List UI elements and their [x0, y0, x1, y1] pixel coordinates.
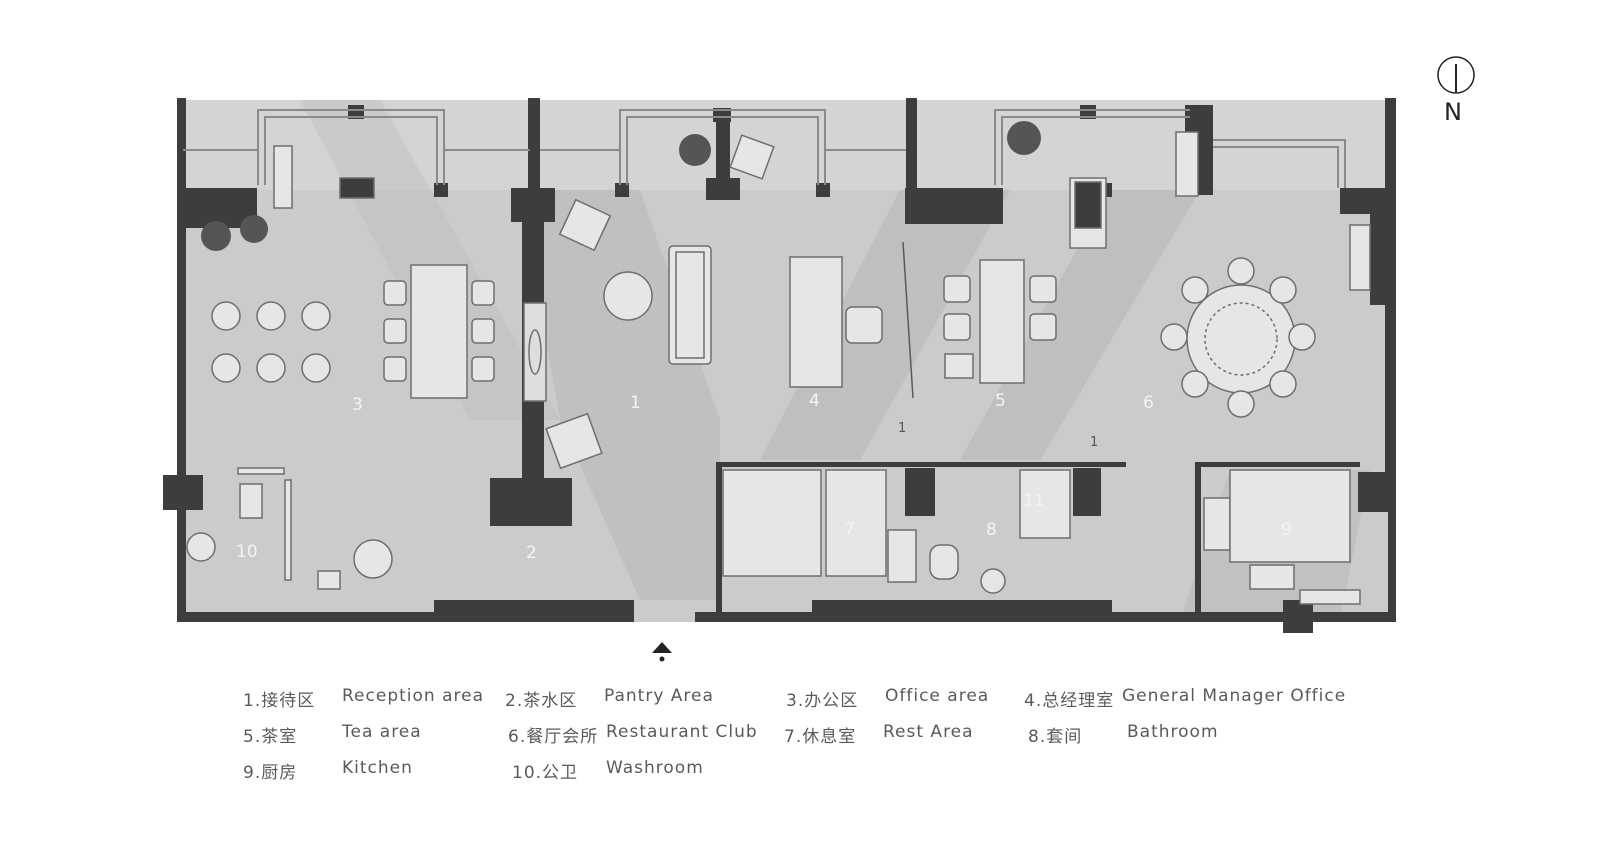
legend-item-zh: 1.接待区 [243, 691, 316, 711]
room-number: 1 [630, 393, 641, 413]
plan-mark: 1 [1090, 435, 1098, 450]
legend-item-zh: 3.办公区 [786, 691, 859, 711]
entrance-arrow-icon [652, 642, 672, 662]
legend-item-en: Bathroom [1127, 722, 1219, 742]
room-number: 2 [526, 543, 537, 563]
room-number: 10 [236, 542, 258, 562]
legend-item-zh: 5.茶室 [243, 727, 298, 747]
legend-item-en: Office area [885, 686, 990, 706]
legend-item-en: Reception area [342, 686, 484, 706]
room-number: 6 [1143, 393, 1154, 413]
legend-item-zh: 10.公卫 [512, 763, 579, 783]
room-number: 3 [352, 395, 363, 415]
legend-item-en: General Manager Office [1122, 686, 1347, 706]
legend-item-zh: 4.总经理室 [1024, 691, 1115, 711]
window-frames [183, 109, 1346, 188]
legend-item-zh: 8.套间 [1028, 727, 1083, 747]
legend-item-en: Tea area [342, 722, 422, 742]
room-number: 4 [809, 391, 820, 411]
legend-item-zh: 7.休息室 [784, 727, 857, 747]
compass-icon [1437, 56, 1475, 94]
room-number: 5 [995, 391, 1006, 411]
legend-item-zh: 2.茶水区 [505, 691, 578, 711]
legend-item-en: Rest Area [883, 722, 974, 742]
room-number: 11 [1023, 491, 1045, 511]
legend-item-en: Restaurant Club [606, 722, 758, 742]
room-number: 9 [1281, 520, 1292, 540]
legend-item-zh: 6.餐厅会所 [508, 727, 599, 747]
legend-item-zh: 9.厨房 [243, 763, 298, 783]
legend-item-en: Pantry Area [604, 686, 714, 706]
plants [201, 121, 1041, 251]
room-number: 8 [986, 520, 997, 540]
room-number: 7 [844, 520, 855, 540]
compass-north-label: N [1444, 98, 1462, 126]
furniture [186, 131, 1371, 605]
legend-item-en: Kitchen [342, 758, 413, 778]
legend-item-en: Washroom [606, 758, 704, 778]
plan-mark: 1 [898, 421, 906, 436]
